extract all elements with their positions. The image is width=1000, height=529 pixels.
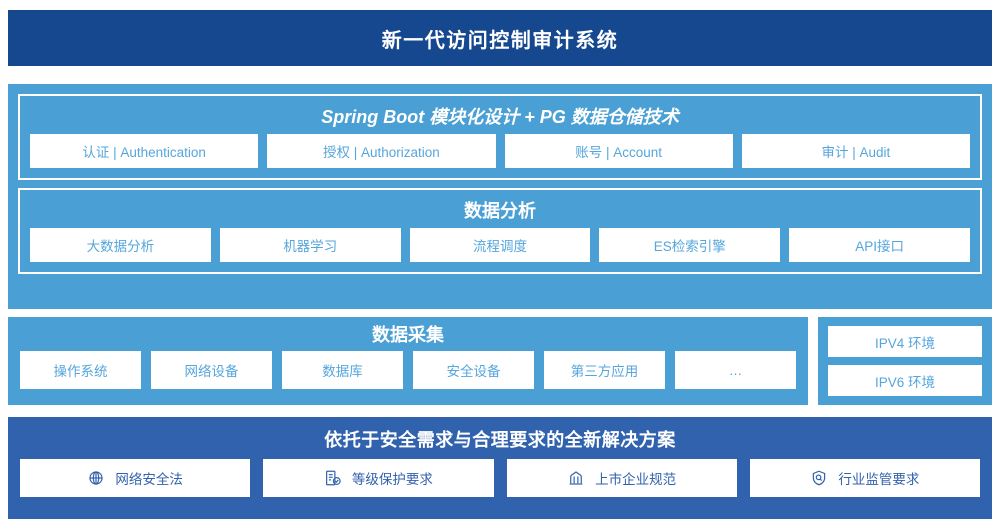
document-check-icon <box>324 469 342 487</box>
card-third-party-application[interactable]: 第三方应用 <box>544 351 665 389</box>
card-industry-regulation[interactable]: 行业监管要求 <box>749 459 980 497</box>
section-data-analysis-card-row: 大数据分析 机器学习 流程调度 ES检索引擎 API接口 <box>30 228 970 262</box>
card-database[interactable]: 数据库 <box>282 351 403 389</box>
card-ipv4-environment[interactable]: IPV4 环境 <box>828 326 982 357</box>
shield-search-icon <box>810 469 828 487</box>
card-listed-company-standard[interactable]: 上市企业规范 <box>506 459 737 497</box>
globe-icon <box>87 469 105 487</box>
card-cybersecurity-law-label: 网络安全法 <box>115 472 183 487</box>
card-classified-protection-label: 等级保护要求 <box>351 472 433 487</box>
main-platform-panel: Spring Boot 模块化设计 + PG 数据仓储技术 认证 | Authe… <box>8 84 992 309</box>
card-big-data-analysis[interactable]: 大数据分析 <box>30 228 211 262</box>
section-spring-boot: Spring Boot 模块化设计 + PG 数据仓储技术 认证 | Authe… <box>18 94 982 180</box>
solution-card-row: 网络安全法 等级保护要求 <box>20 459 980 497</box>
card-authentication[interactable]: 认证 | Authentication <box>30 134 259 168</box>
card-operating-system[interactable]: 操作系统 <box>20 351 141 389</box>
card-industry-regulation-label: 行业监管要求 <box>838 472 920 487</box>
section-spring-boot-heading: Spring Boot 模块化设计 + PG 数据仓储技术 <box>321 107 679 127</box>
card-classified-protection[interactable]: 等级保护要求 <box>263 459 494 497</box>
card-network-device[interactable]: 网络设备 <box>151 351 272 389</box>
card-es-search-engine[interactable]: ES检索引擎 <box>599 228 781 262</box>
card-more-ellipsis[interactable]: … <box>675 351 796 389</box>
card-listed-company-standard-label: 上市企业规范 <box>595 472 677 487</box>
card-process-scheduling[interactable]: 流程调度 <box>409 228 591 262</box>
section-data-analysis-heading: 数据分析 <box>464 201 536 221</box>
ip-environment-panel: IPV4 环境 IPV6 环境 <box>818 317 992 405</box>
data-collection-heading: 数据采集 <box>372 325 444 345</box>
bank-building-icon <box>567 469 585 487</box>
data-collection-panel: 数据采集 操作系统 网络设备 数据库 安全设备 第三方应用 … <box>8 317 808 405</box>
solution-panel: 依托于安全需求与合理要求的全新解决方案 网络安全法 <box>8 417 992 519</box>
section-spring-boot-card-row: 认证 | Authentication 授权 | Authorization 账… <box>30 134 970 168</box>
data-collection-card-row: 操作系统 网络设备 数据库 安全设备 第三方应用 … <box>20 351 796 389</box>
card-cybersecurity-law[interactable]: 网络安全法 <box>20 459 251 497</box>
card-authorization[interactable]: 授权 | Authorization <box>267 134 496 168</box>
card-api-interface[interactable]: API接口 <box>789 228 970 262</box>
card-machine-learning[interactable]: 机器学习 <box>219 228 401 262</box>
section-data-analysis: 数据分析 大数据分析 机器学习 流程调度 ES检索引擎 API接口 <box>18 188 982 274</box>
solution-heading: 依托于安全需求与合理要求的全新解决方案 <box>324 430 676 450</box>
card-ipv6-environment[interactable]: IPV6 环境 <box>828 365 982 396</box>
card-security-device[interactable]: 安全设备 <box>413 351 534 389</box>
page-title: 新一代访问控制审计系统 <box>381 29 619 52</box>
card-audit[interactable]: 审计 | Audit <box>741 134 970 168</box>
card-account[interactable]: 账号 | Account <box>504 134 733 168</box>
header-title-bar: 新一代访问控制审计系统 <box>8 10 992 66</box>
